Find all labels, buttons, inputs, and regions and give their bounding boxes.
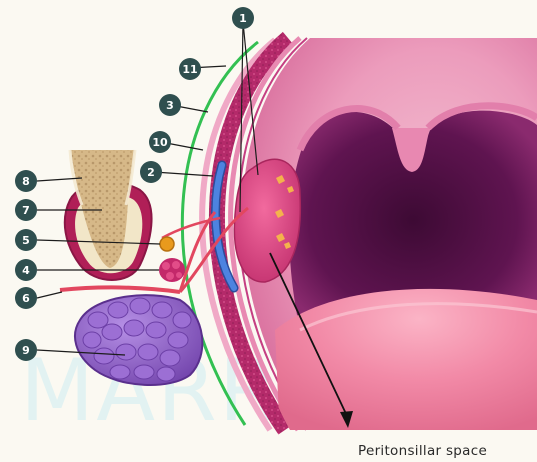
marker-7: 7	[15, 199, 37, 221]
svg-text:6: 6	[22, 292, 30, 305]
peritonsillar-space-label: Peritonsillar space	[358, 443, 487, 459]
facial-artery	[60, 287, 180, 292]
marker-2: 2	[140, 161, 162, 183]
svg-text:3: 3	[166, 99, 174, 112]
mandible-section	[65, 150, 152, 280]
marker-8: 8	[15, 170, 37, 192]
svg-text:11: 11	[182, 63, 197, 76]
svg-text:7: 7	[22, 204, 30, 217]
svg-text:10: 10	[152, 136, 168, 149]
marker-11: 11	[179, 58, 201, 80]
tongue	[275, 289, 537, 440]
svg-text:8: 8	[22, 175, 30, 188]
marker-9: 9	[15, 339, 37, 361]
svg-text:1: 1	[239, 12, 247, 25]
marker-1: 1	[232, 7, 254, 29]
marker-3: 3	[159, 94, 181, 116]
marker-5: 5	[15, 229, 37, 251]
lymph-node	[159, 258, 185, 282]
marker-6: 6	[15, 287, 37, 309]
svg-text:9: 9	[22, 344, 30, 357]
svg-text:2: 2	[147, 166, 155, 179]
marker-10: 10	[149, 131, 171, 153]
lingual-nerve	[160, 237, 174, 251]
svg-text:4: 4	[22, 264, 30, 277]
marker-4: 4	[15, 259, 37, 281]
svg-text:5: 5	[22, 234, 30, 247]
